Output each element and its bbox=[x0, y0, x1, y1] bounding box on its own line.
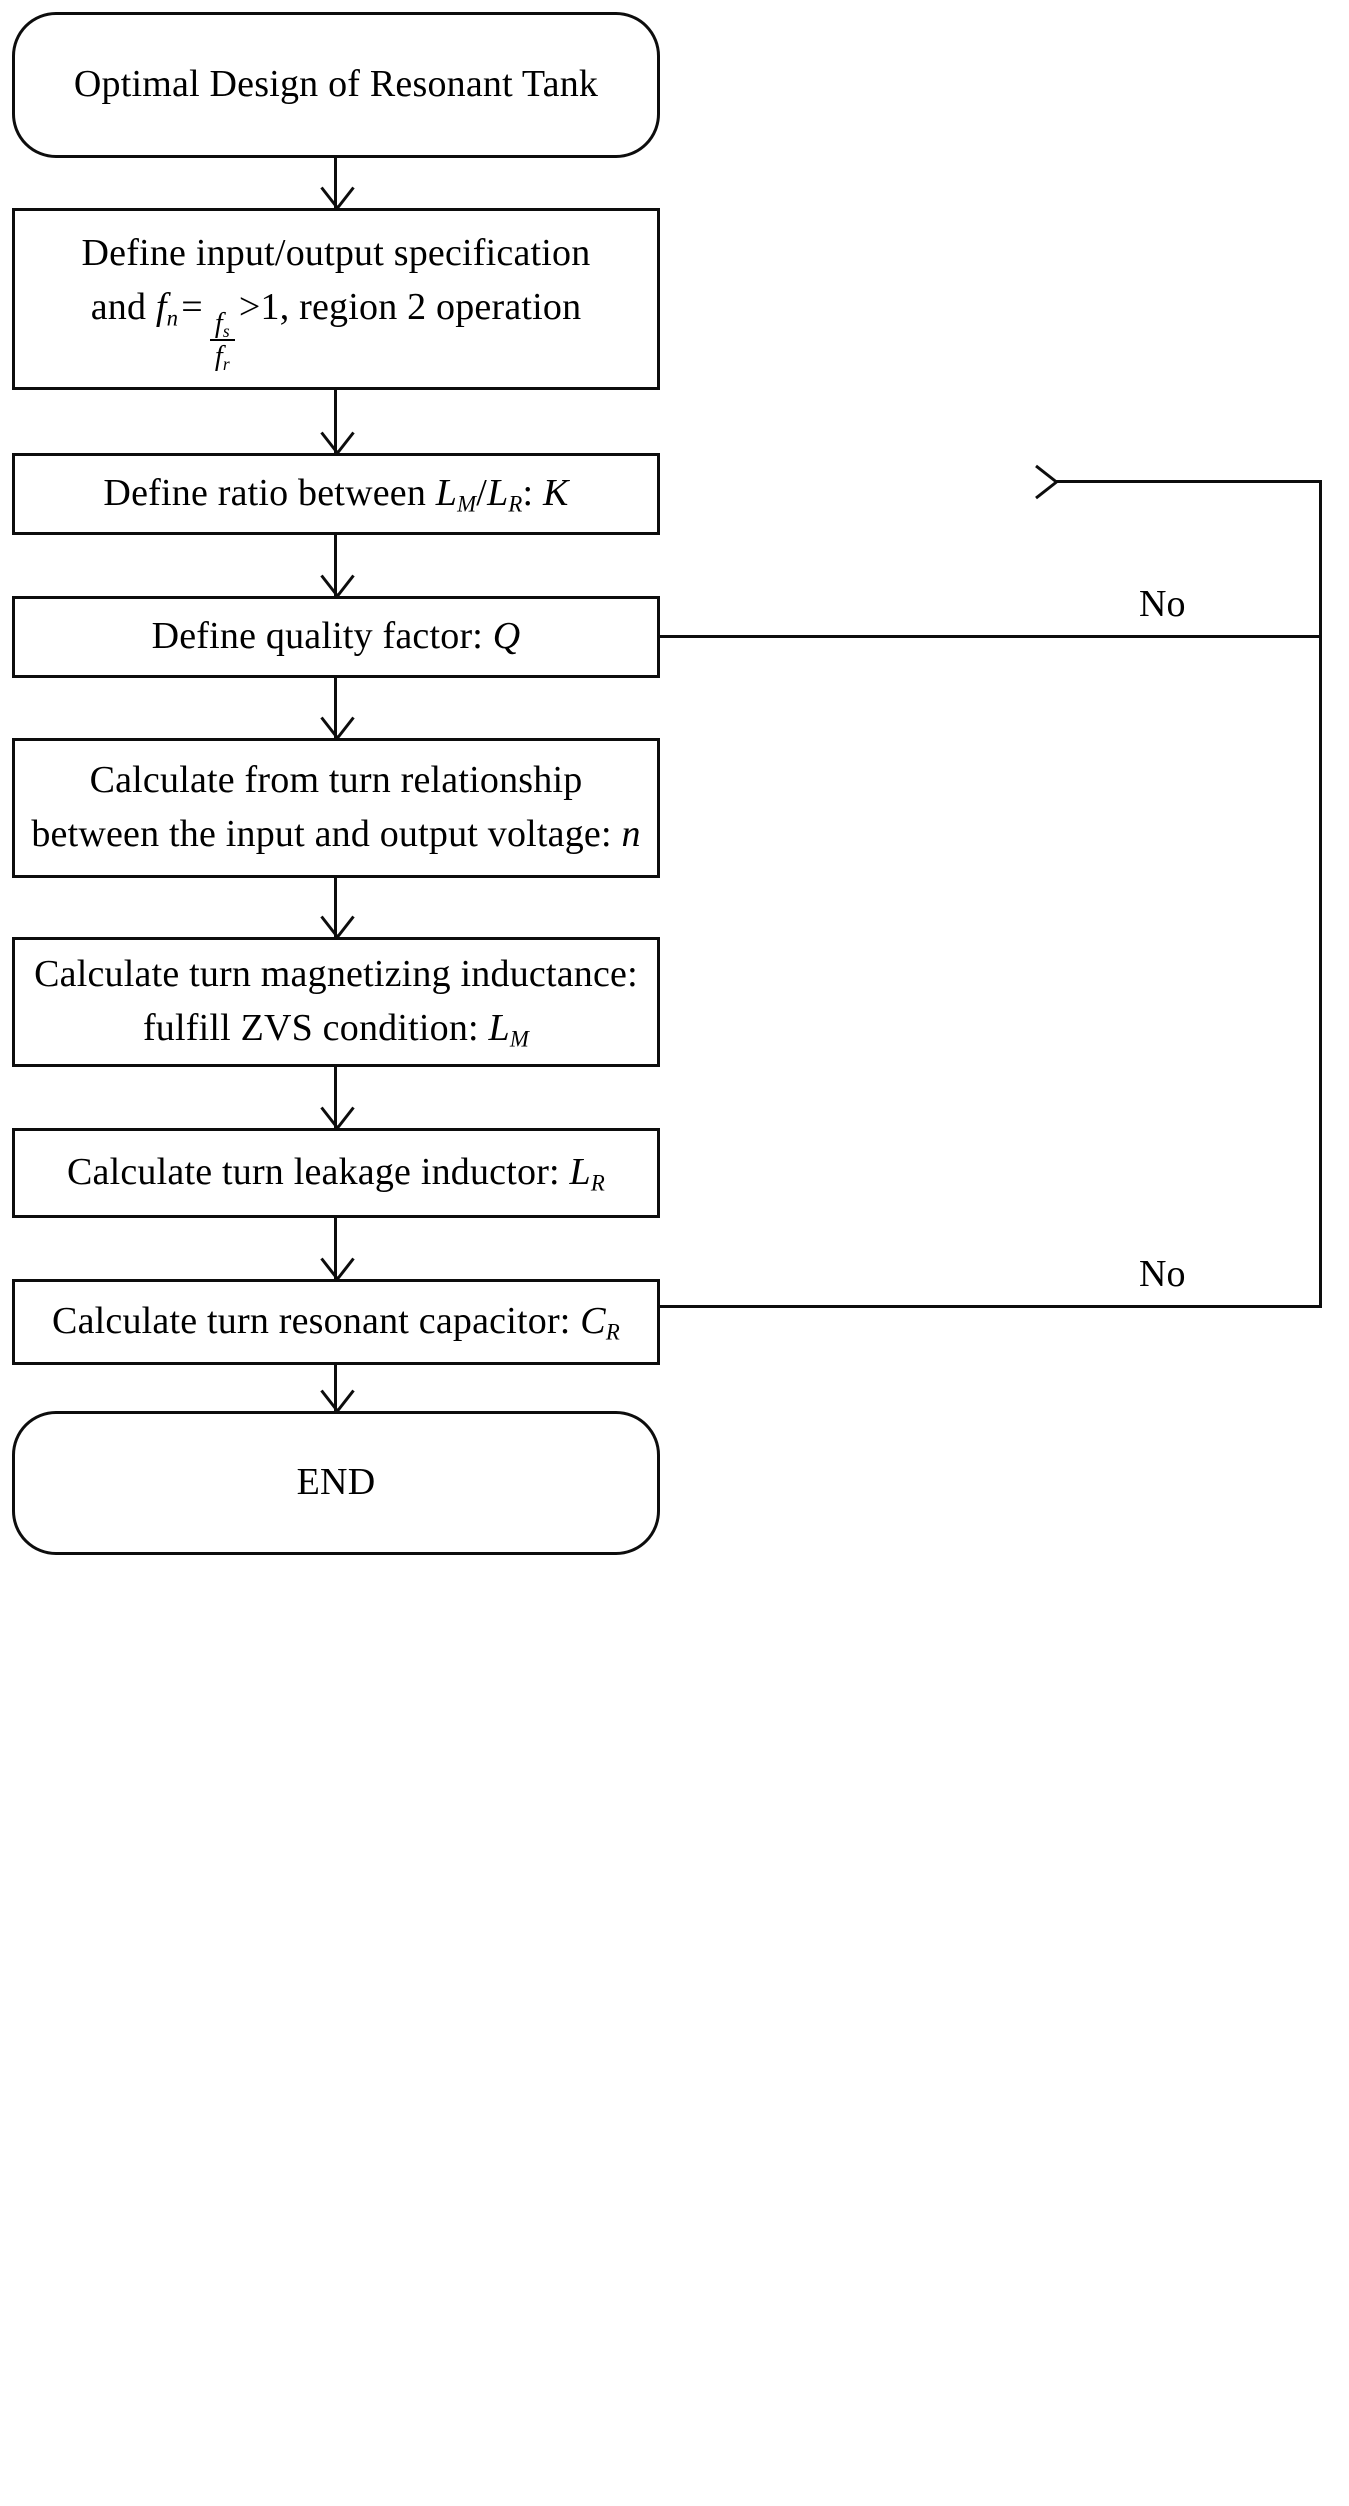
turns-sym-n: n bbox=[621, 813, 641, 855]
node-calculate-turns-line1: Calculate from turn relationship bbox=[89, 759, 583, 802]
node-calculate-turns-line2: between the input and output voltage: n bbox=[31, 808, 640, 862]
feedback-upper-horizontal-top bbox=[1055, 480, 1322, 483]
lm-text: fulfill ZVS condition: bbox=[142, 1007, 489, 1049]
ratio-sym-lm-sub: M bbox=[457, 491, 477, 517]
formula-suffix: , region 2 operation bbox=[279, 285, 582, 328]
node-define-quality-factor-label: Define quality factor: Q bbox=[152, 610, 521, 664]
lm-sym-sub: M bbox=[509, 1026, 530, 1052]
connector-turns-to-lm bbox=[334, 878, 337, 937]
node-define-spec[interactable]: Define input/output specification and fn… bbox=[12, 208, 660, 390]
formula-equals: = bbox=[181, 285, 203, 328]
ratio-slash: / bbox=[476, 472, 488, 515]
feedback-upper-horizontal-bottom bbox=[660, 635, 1322, 638]
quality-text: Define quality factor: bbox=[151, 615, 493, 658]
formula-numerator-sym: f bbox=[214, 307, 223, 339]
cr-sym-sub: R bbox=[605, 1319, 620, 1345]
connector-spec-to-ratio bbox=[334, 390, 337, 453]
connector-lr-to-cr bbox=[334, 1218, 337, 1279]
formula-denominator-sym: f bbox=[214, 340, 223, 372]
node-calculate-lm-line2: fulfill ZVS condition: LM bbox=[143, 1002, 529, 1056]
node-end[interactable]: END bbox=[12, 1411, 660, 1555]
feedback-lower-horizontal bbox=[660, 1305, 1322, 1308]
node-define-spec-line1: Define input/output specification bbox=[81, 231, 591, 274]
formula-variable: f bbox=[155, 285, 167, 328]
formula-numerator-sub: s bbox=[222, 320, 230, 341]
turns-text: between the input and output voltage: bbox=[31, 813, 622, 855]
node-end-label: END bbox=[296, 1461, 376, 1504]
formula-denominator: fr bbox=[210, 340, 235, 374]
node-define-quality-factor[interactable]: Define quality factor: Q bbox=[12, 596, 660, 678]
node-calculate-leakage-inductor[interactable]: Calculate turn leakage inductor: LR bbox=[12, 1128, 660, 1218]
ratio-sym-lr-sub: R bbox=[508, 491, 523, 517]
node-calculate-cr-label: Calculate turn resonant capacitor: CR bbox=[52, 1295, 620, 1349]
formula-comparison: >1 bbox=[238, 285, 280, 328]
cr-sym: C bbox=[580, 1300, 606, 1343]
formula-denominator-sub: r bbox=[222, 353, 230, 374]
connector-lm-to-lr bbox=[334, 1067, 337, 1128]
node-calculate-magnetizing-inductance[interactable]: Calculate turn magnetizing inductance: f… bbox=[12, 937, 660, 1067]
node-calculate-lm-line1: Calculate turn magnetizing inductance: bbox=[34, 953, 638, 996]
ratio-sym-k: K bbox=[543, 472, 569, 515]
ratio-sym-lm: L bbox=[435, 472, 458, 515]
node-start-label: Optimal Design of Resonant Tank bbox=[73, 63, 599, 106]
cr-text: Calculate turn resonant capacitor: bbox=[52, 1300, 581, 1343]
lr-sym-sub: R bbox=[590, 1170, 605, 1196]
lr-text: Calculate turn leakage inductor: bbox=[67, 1151, 570, 1194]
formula-prefix: and bbox=[90, 285, 156, 328]
node-calculate-resonant-capacitor[interactable]: Calculate turn resonant capacitor: CR bbox=[12, 1279, 660, 1365]
ratio-sym-lr: L bbox=[487, 472, 509, 515]
node-calculate-turns[interactable]: Calculate from turn relationship between… bbox=[12, 738, 660, 878]
lm-sym: L bbox=[488, 1007, 510, 1049]
connector-ratio-to-q bbox=[334, 535, 337, 596]
connector-cr-to-end bbox=[334, 1365, 337, 1411]
edge-label-no-upper: No bbox=[1139, 583, 1186, 625]
ratio-text: Define ratio between bbox=[103, 472, 436, 515]
node-calculate-lr-label: Calculate turn leakage inductor: LR bbox=[67, 1146, 605, 1200]
connector-start-to-spec bbox=[334, 158, 337, 208]
feedback-lower-vertical bbox=[1319, 480, 1322, 1308]
quality-sym-q: Q bbox=[492, 615, 521, 658]
lr-sym: L bbox=[569, 1151, 591, 1194]
formula-variable-sub: n bbox=[166, 305, 179, 331]
node-define-ratio[interactable]: Define ratio between LM/LR: K bbox=[12, 453, 660, 535]
formula-numerator: fs bbox=[209, 307, 235, 341]
node-start[interactable]: Optimal Design of Resonant Tank bbox=[12, 12, 660, 158]
ratio-colon: : bbox=[522, 472, 544, 515]
node-define-ratio-label: Define ratio between LM/LR: K bbox=[103, 467, 568, 521]
edge-label-no-lower: No bbox=[1139, 1253, 1186, 1295]
connector-q-to-turns bbox=[334, 678, 337, 738]
